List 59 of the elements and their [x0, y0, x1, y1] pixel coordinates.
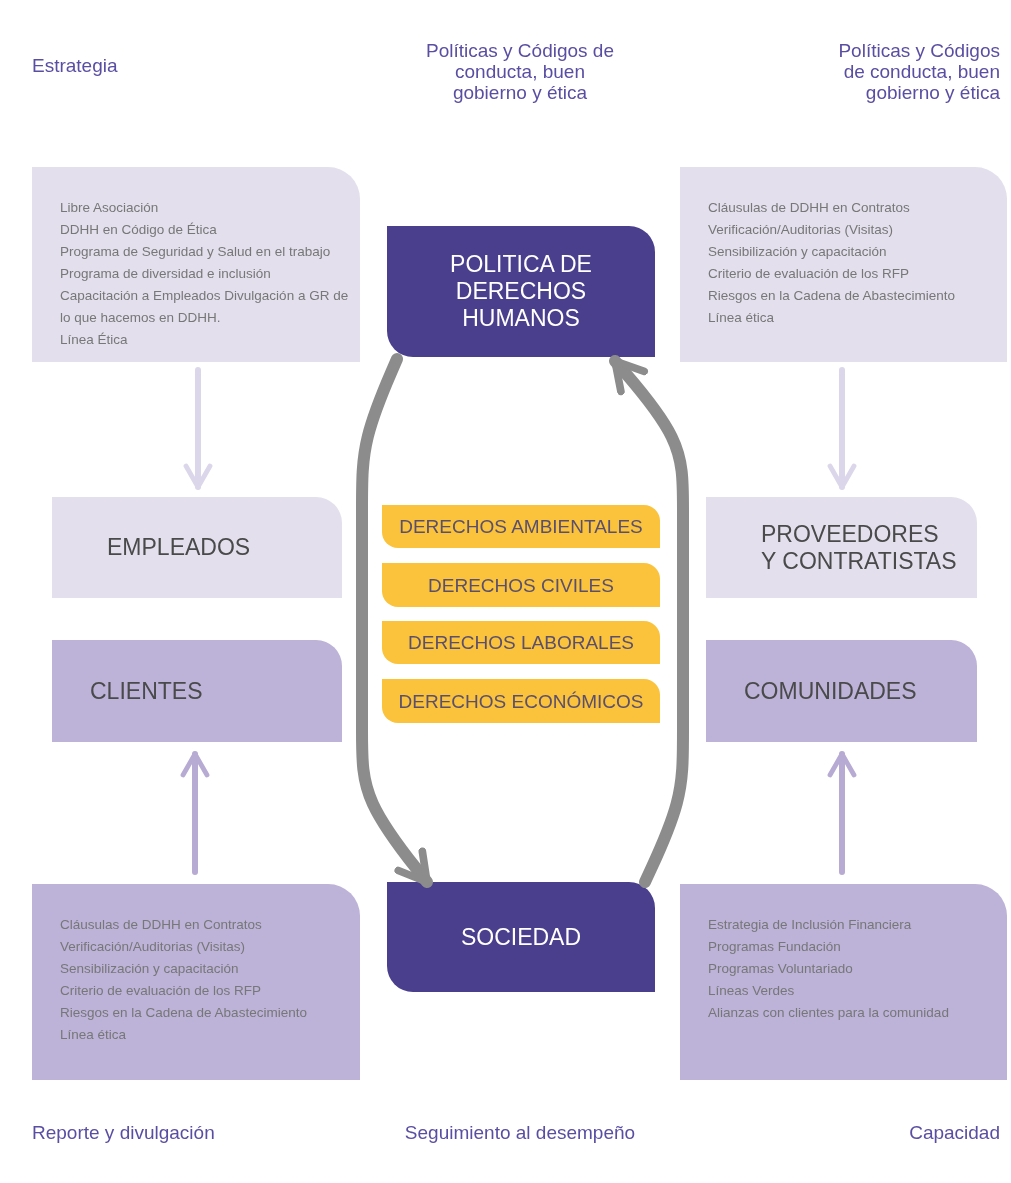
box-title: DERECHOS LABORALES — [408, 631, 634, 655]
process-box — [387, 226, 655, 357]
list-item: Programa de diversidad e inclusión — [60, 265, 272, 283]
list-item: Verificación/Auditorias (Visitas) — [60, 938, 247, 956]
arrow — [827, 367, 857, 490]
list-item: Programas Fundación — [708, 938, 842, 956]
policy-heading: Políticas y Códigos de conducta, buen gobierno y ética — [425, 40, 615, 103]
list-item: Alianzas con clientes para la comunidad — [708, 1004, 950, 1022]
list-item: Cláusulas de DDHH en Contratos — [708, 199, 911, 217]
stakeholder-box — [52, 640, 342, 742]
arrow — [827, 751, 857, 875]
box-title: DERECHOS CIVILES — [428, 573, 614, 598]
list-item: Cláusulas de DDHH en Contratos — [60, 916, 263, 934]
list-item: Línea Ética — [60, 331, 129, 349]
rights-box — [382, 679, 660, 723]
list-panel — [32, 167, 360, 362]
box-title: CLIENTES — [90, 677, 203, 705]
list-item: Sensibilización y capacitación — [708, 243, 888, 261]
list-item: Verificación/Auditorias (Visitas) — [708, 221, 895, 239]
list-panel — [680, 884, 1007, 1080]
list-item: Línea ética — [60, 1026, 128, 1044]
policy-heading: Políticas y Códigos de conducta, buen gobierno y ética — [837, 40, 1000, 103]
box-title: DERECHOS AMBIENTALES — [399, 515, 643, 539]
box-title: PROVEEDORES Y CONTRATISTAS — [761, 520, 957, 575]
list-item: Criterio de evaluación de los RFP — [60, 982, 263, 1000]
list-panel — [32, 884, 360, 1080]
list-item: Criterio de evaluación de los RFP — [708, 265, 911, 283]
rights-box — [382, 505, 660, 548]
process-box — [387, 882, 655, 992]
stakeholder-box — [52, 497, 342, 598]
list-item: Estrategia de Inclusión Financiera — [708, 916, 913, 934]
list-item: Capacitación a Empleados Divulgación a GR de lo que hacemos en DDHH. — [60, 287, 350, 327]
list-item: Riesgos en la Cadena de Abastecimiento — [60, 1004, 308, 1022]
list-item: Línea ética — [708, 309, 776, 327]
list-item: Programas Voluntariado — [708, 960, 854, 978]
curved-arrow — [609, 355, 689, 888]
list-panel — [680, 167, 1007, 362]
list-item: Riesgos en la Cadena de Abastecimiento — [708, 287, 956, 305]
box-title: SOCIEDAD — [460, 923, 582, 951]
box-title: EMPLEADOS — [107, 534, 251, 561]
stage-heading: Estrategia — [32, 55, 119, 76]
list-item: Libre Asociación — [60, 199, 160, 217]
curved-arrow — [356, 353, 433, 888]
list-item: DDHH en Código de Ética — [60, 221, 218, 239]
list-item: Programa de Seguridad y Salud en el trabajo — [60, 243, 332, 261]
arrow — [183, 367, 213, 490]
stage-heading: Capacidad — [908, 1122, 1000, 1143]
box-title: DERECHOS ECONÓMICOS — [398, 689, 644, 714]
stakeholder-box — [706, 497, 977, 598]
stage-heading: Seguimiento al desempeño — [403, 1122, 637, 1143]
list-item: Líneas Verdes — [708, 982, 796, 1000]
rights-box — [382, 563, 660, 607]
box-title: POLITICA DE DERECHOS HUMANOS — [449, 251, 593, 332]
arrow — [180, 751, 210, 875]
stage-heading: Reporte y divulgación — [32, 1122, 216, 1143]
list-item: Sensibilización y capacitación — [60, 960, 240, 978]
rights-box — [382, 621, 660, 664]
stakeholder-box — [706, 640, 977, 742]
box-title: COMUNIDADES — [744, 677, 917, 705]
